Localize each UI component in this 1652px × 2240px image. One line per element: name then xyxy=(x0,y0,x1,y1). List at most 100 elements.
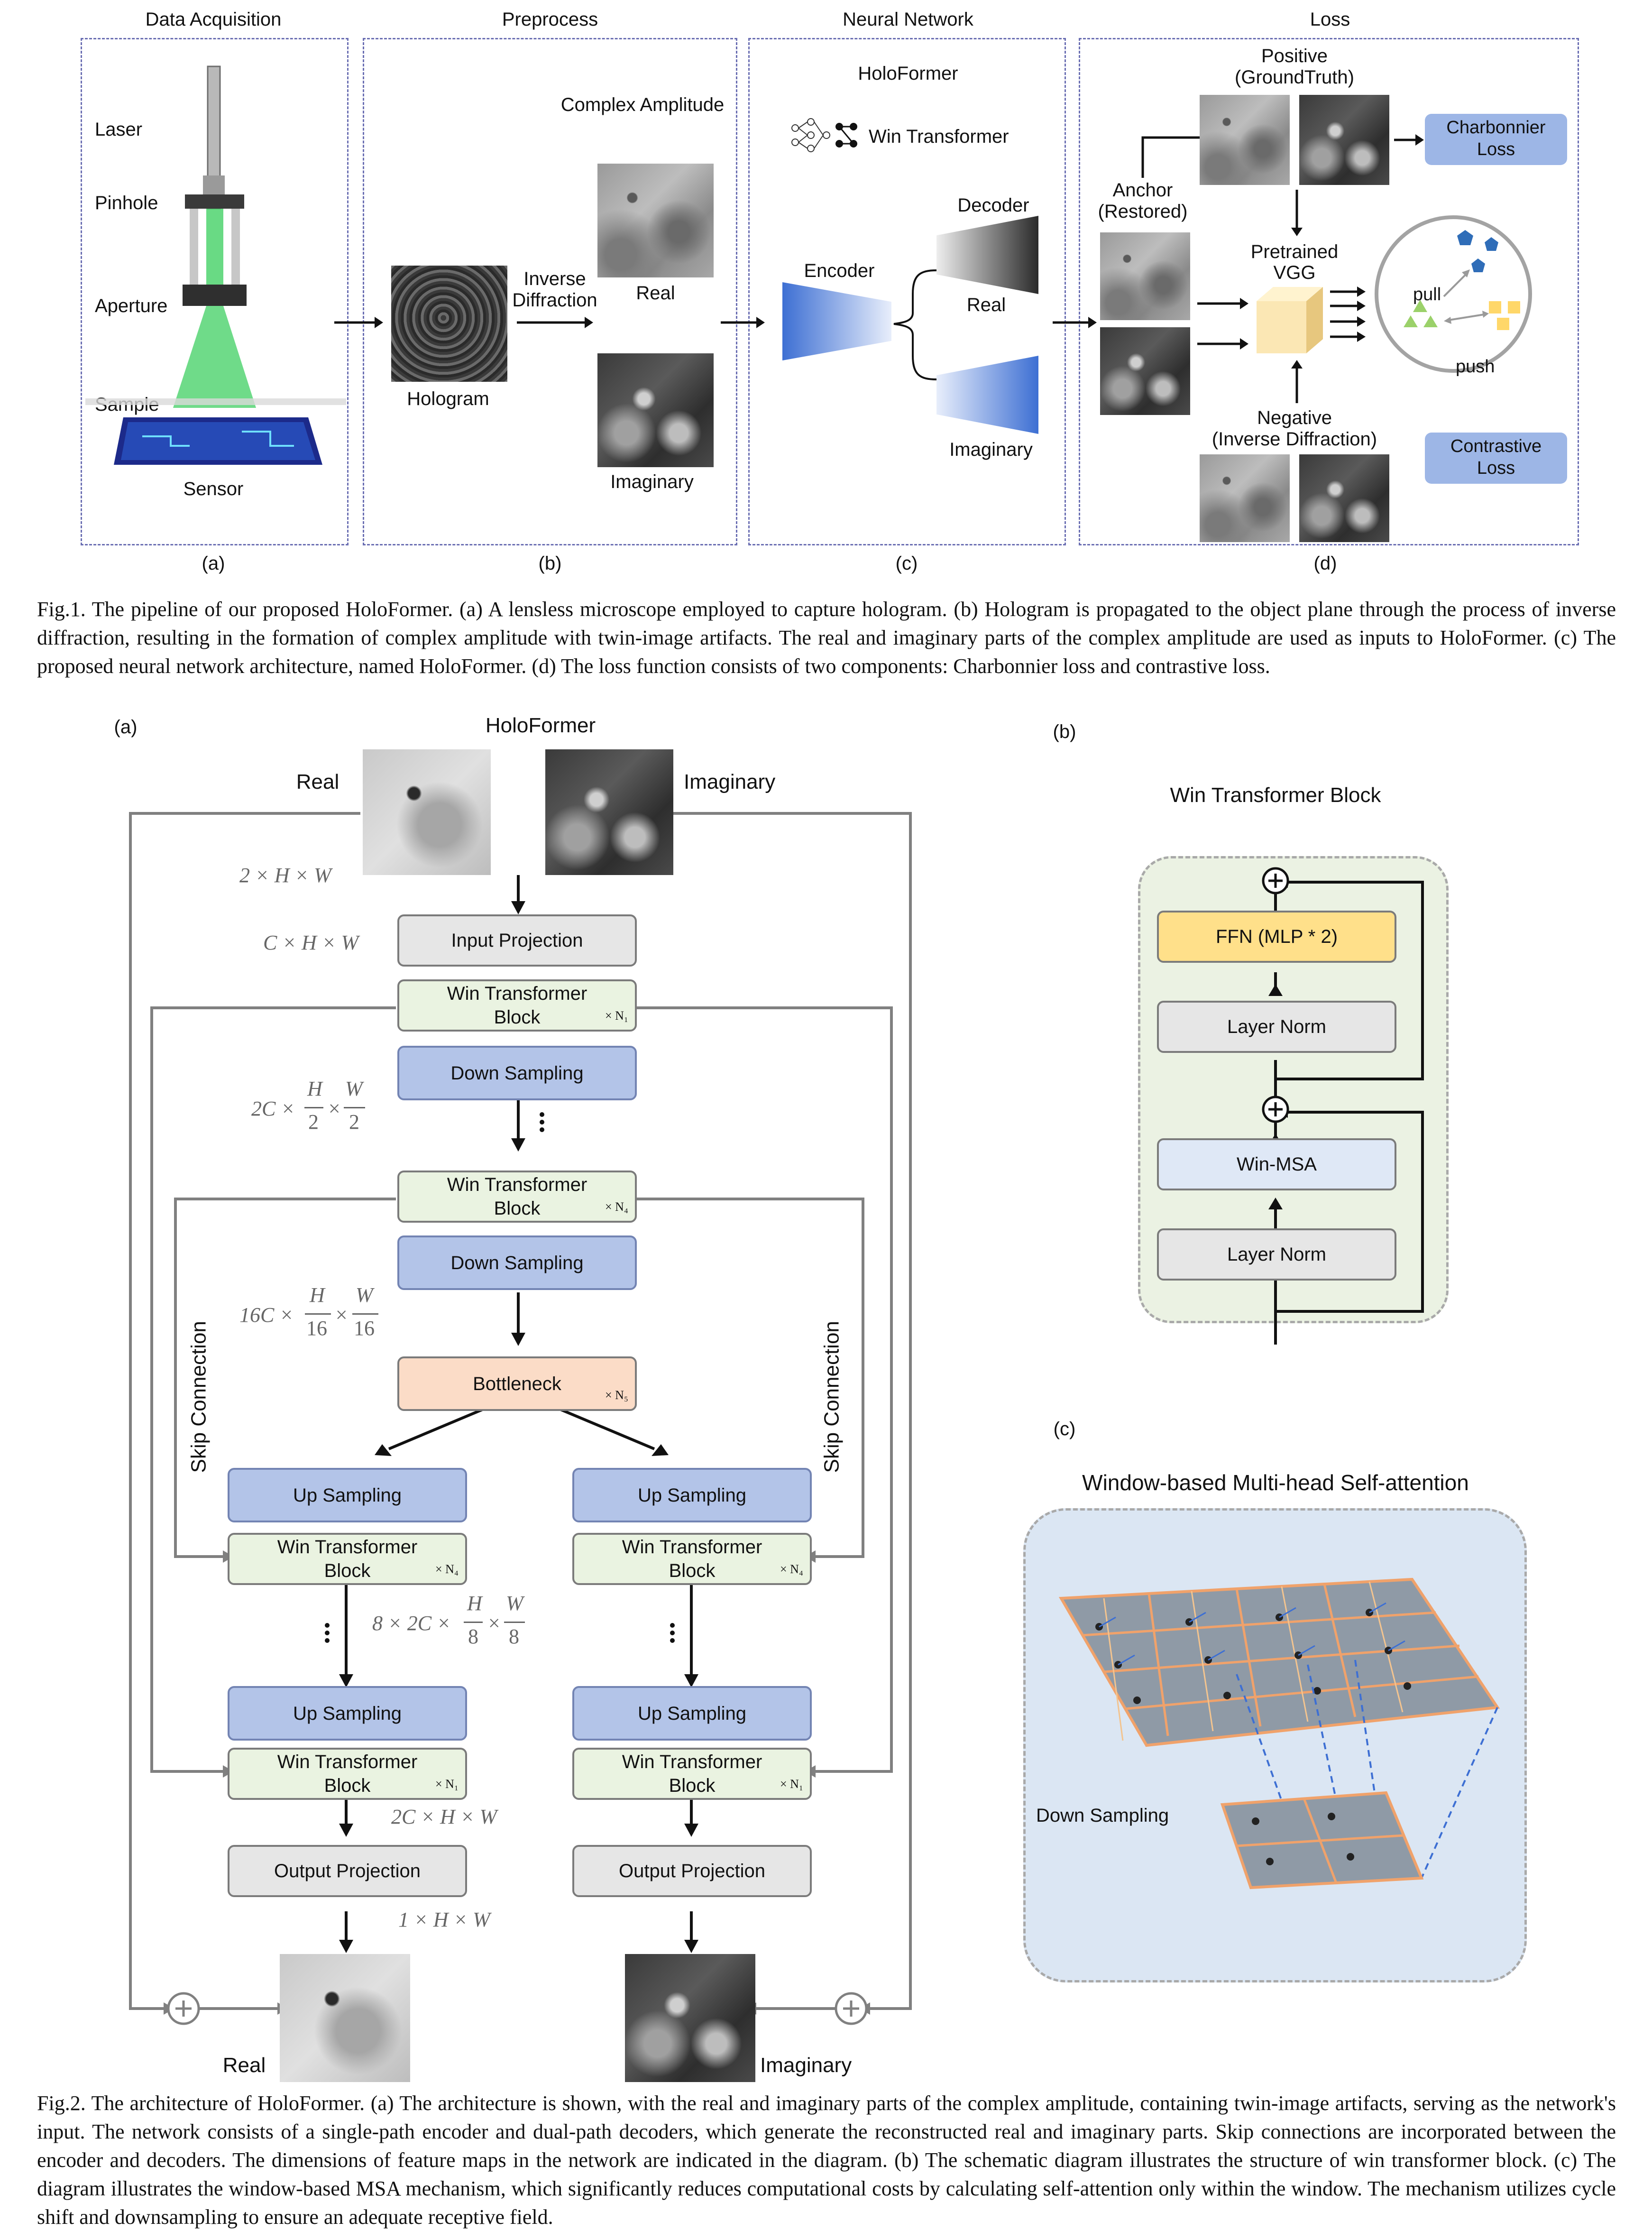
subpanel-b: (b) xyxy=(538,553,562,574)
dim3-bar2 xyxy=(344,1107,365,1108)
wtb-dec-left-1-label: Win Transformer xyxy=(277,1751,418,1772)
microscope-illustration xyxy=(85,65,346,465)
arrow-inverse-diffraction xyxy=(517,317,593,328)
dim4-bar2 xyxy=(352,1313,378,1315)
arrow-pre-to-nn xyxy=(721,317,765,328)
dim4-bar1 xyxy=(305,1313,331,1315)
label-pre-real: Real xyxy=(636,283,675,304)
up-sampling-right-2: Up Sampling xyxy=(572,1686,812,1741)
output-projection-left: Output Projection xyxy=(228,1845,467,1897)
wtb-dec-left-1-multiplier: × N₁ xyxy=(435,1777,459,1791)
panel-data-acquisition xyxy=(81,38,349,545)
header-preprocess: Preprocess xyxy=(502,9,598,30)
wtb-dec-left-4-multiplier: × N₄ xyxy=(435,1562,459,1576)
subpanel-c: (c) xyxy=(895,553,918,574)
skip-connection-right: Skip Connection xyxy=(820,1321,844,1473)
wtb-enc-4-multiplier: × N₄ xyxy=(605,1200,628,1214)
label-restored: (Restored) xyxy=(1098,201,1188,222)
dim5-den1: 8 xyxy=(468,1625,478,1648)
dim-2xHxW: 2 × H × W xyxy=(239,864,331,887)
dim4-num2: W xyxy=(356,1283,373,1307)
output-real-image xyxy=(280,1954,410,2082)
anchor-real-image xyxy=(1100,232,1190,320)
negative-square-2 xyxy=(1508,301,1520,313)
output-projection-right: Output Projection xyxy=(572,1845,812,1897)
charbonnier-loss-label: Loss xyxy=(1477,139,1515,159)
label-diffraction: Diffraction xyxy=(512,290,597,311)
dim-2C-H2-W2: 2C × H 2 × W 2 xyxy=(251,1077,379,1138)
contrastive-loss-box: Contrastive Loss xyxy=(1425,433,1567,484)
complex-real-image xyxy=(597,164,714,277)
network-icon xyxy=(791,118,857,152)
charbonnier-label: Charbonnier xyxy=(1446,118,1546,138)
fig2a-title: HoloFormer xyxy=(485,714,596,737)
embedding-circle xyxy=(1375,215,1532,373)
win-transformer-block-enc-4: Win Transformer Block × N₄ xyxy=(397,1171,637,1223)
label-pretrained: Pretrained xyxy=(1250,241,1339,262)
wtb-dec-right-1-block: Block xyxy=(669,1775,716,1796)
negative-real-image xyxy=(1200,454,1290,542)
dim5-den2: 8 xyxy=(509,1625,519,1648)
bottleneck-multiplier: × N₅ xyxy=(605,1388,628,1402)
fig2a-input-imaginary-label: Imaginary xyxy=(684,770,776,793)
label-pinhole: Pinhole xyxy=(95,193,158,213)
label-sensor: Sensor xyxy=(183,479,244,499)
vgg-cube xyxy=(1257,287,1323,353)
dim5-prefix: 8 × 2C × xyxy=(372,1612,451,1635)
encoder-decoder-brace xyxy=(893,269,937,380)
label-negative: Negative xyxy=(1257,407,1332,428)
arrow-nn-to-loss xyxy=(1053,317,1097,328)
dim-CxHxW: C × H × W xyxy=(263,931,359,954)
output-real-label: Real xyxy=(222,2054,266,2077)
label-push: push xyxy=(1456,357,1495,377)
wtb-dec-right-4-multiplier: × N₄ xyxy=(780,1562,803,1576)
label-anchor: Anchor xyxy=(1112,180,1173,201)
fig2c-title: Window-based Multi-head Self-attention xyxy=(1082,1470,1469,1495)
win-transformer-block-dec-left-4: Win Transformer Block × N₄ xyxy=(228,1533,467,1585)
wtb-dec-right-4-label: Win Transformer xyxy=(622,1537,762,1558)
header-neural-network: Neural Network xyxy=(843,9,973,30)
skip-connection-left: Skip Connection xyxy=(187,1321,211,1473)
fig2a-connectors xyxy=(129,812,912,2025)
up-sampling-left-1: Up Sampling xyxy=(228,1468,467,1522)
dim5-bar2 xyxy=(504,1622,525,1623)
anchor-pentagon-1 xyxy=(1457,230,1473,245)
wtb-enc-4-label: Win Transformer xyxy=(447,1174,587,1195)
wtb-enc-1-label: Win Transformer xyxy=(447,983,587,1004)
fig2a-input-real-label: Real xyxy=(296,770,340,793)
dim3-num1: H xyxy=(307,1077,322,1100)
fig2a-label: (a) xyxy=(114,717,138,737)
label-pre-imaginary: Imaginary xyxy=(610,471,694,492)
fig2b-title: Win Transformer Block xyxy=(1170,784,1381,807)
dim5-bar1 xyxy=(464,1622,483,1623)
dim3-den1: 2 xyxy=(308,1110,319,1134)
header-loss: Loss xyxy=(1310,9,1350,30)
arrow-negative-to-vgg xyxy=(1291,360,1303,403)
input-projection-box: Input Projection xyxy=(397,914,637,967)
positive-triangle-1 xyxy=(1413,300,1427,312)
layer-norm-box-2: Layer Norm xyxy=(1157,1001,1396,1053)
subpanel-a: (a) xyxy=(202,553,225,574)
anchor-bracket-arrow xyxy=(1141,136,1200,178)
dim4-den1: 16 xyxy=(306,1317,327,1340)
positive-triangle-2 xyxy=(1404,315,1418,327)
dim3-prefix: 2C × xyxy=(251,1097,295,1120)
wtb-dec-right-4-block: Block xyxy=(669,1560,716,1581)
arrow-acq-to-pre xyxy=(334,317,383,328)
output-imaginary-label: Imaginary xyxy=(760,2054,852,2077)
wtb-dec-right-1-multiplier: × N₁ xyxy=(780,1777,803,1791)
contrastive-loss-label: Loss xyxy=(1477,458,1515,478)
label-groundtruth: (GroundTruth) xyxy=(1235,67,1354,88)
dim4-prefix: 16C × xyxy=(239,1303,294,1327)
label-decoder: Decoder xyxy=(957,195,1029,216)
win-transformer-block-enc-1: Win Transformer Block × N₁ xyxy=(397,979,637,1032)
label-inverse-diffraction: (Inverse Diffraction) xyxy=(1211,429,1377,450)
label-complex-amplitude: Complex Amplitude xyxy=(560,94,725,115)
dim4-den2: 16 xyxy=(354,1317,375,1340)
arrow-positive-to-charbonnier xyxy=(1394,134,1424,146)
dim3-den2: 2 xyxy=(349,1110,359,1134)
negative-square-3 xyxy=(1497,318,1509,330)
win-transformer-block-dec-right-4: Win Transformer Block × N₄ xyxy=(572,1533,812,1585)
label-win-transformer: Win Transformer xyxy=(869,126,1009,147)
msa-window-grid xyxy=(1058,1577,1500,1890)
